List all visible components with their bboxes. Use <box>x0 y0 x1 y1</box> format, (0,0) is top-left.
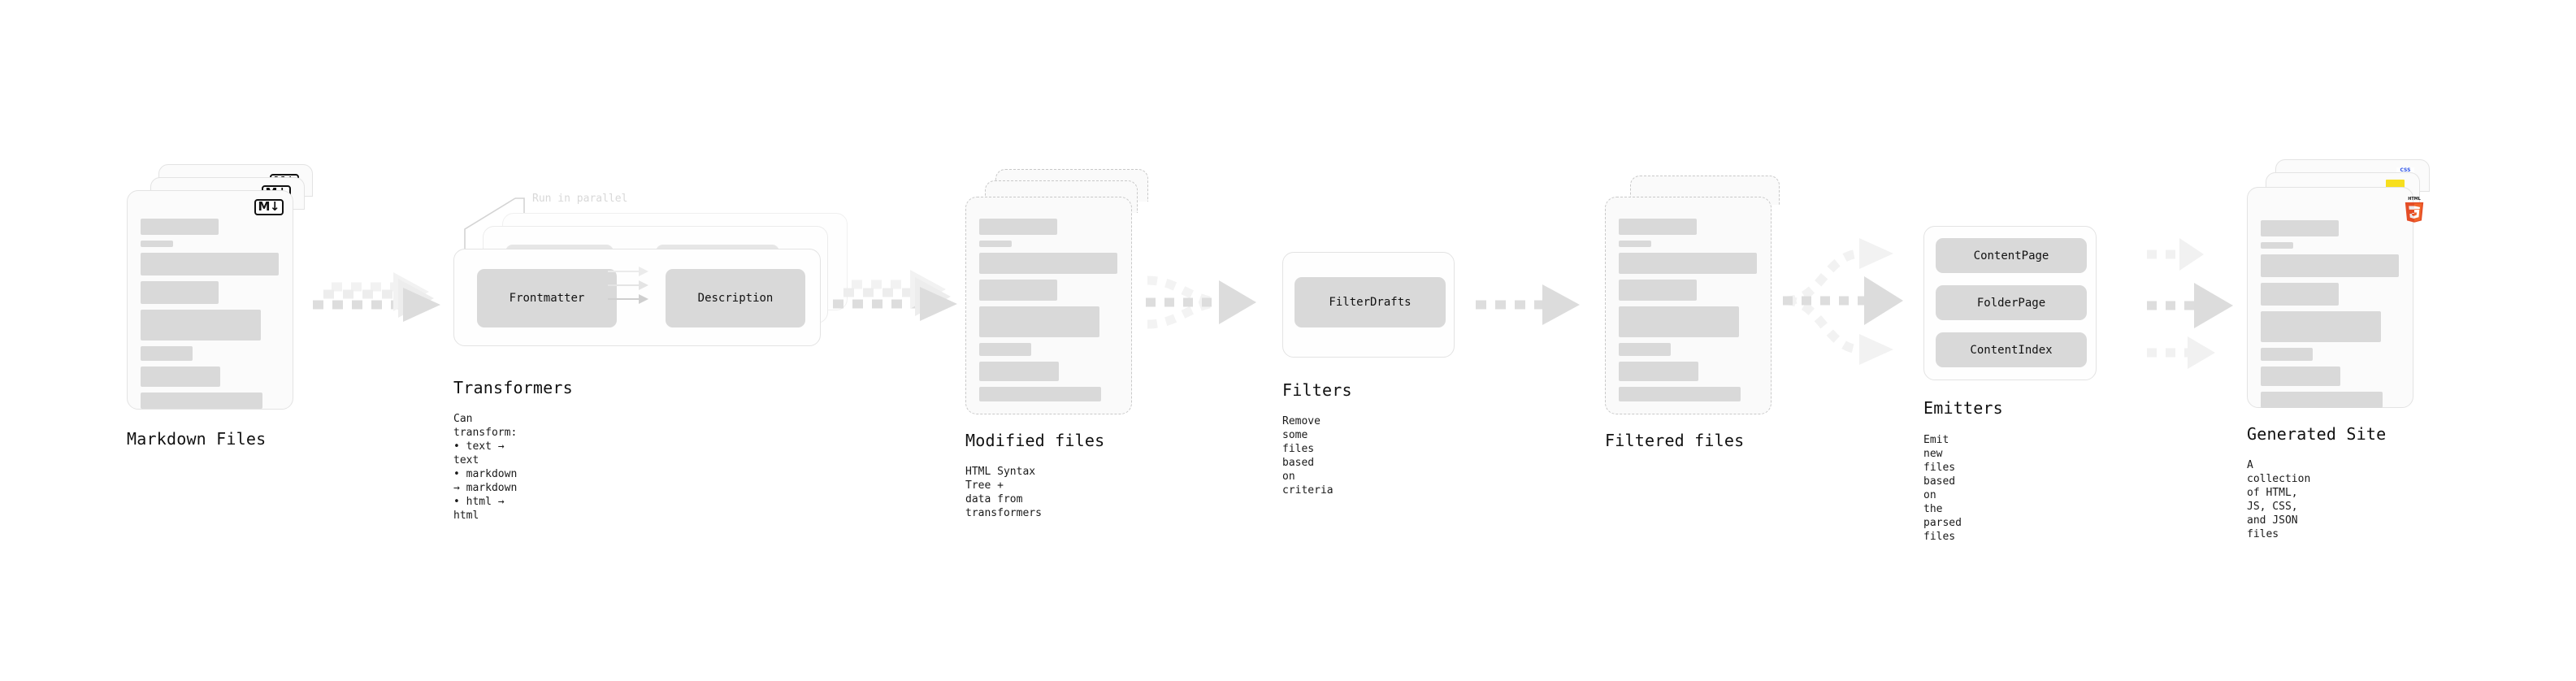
stage-subtitle-transformers: Can transform: • text → text • markdown … <box>453 413 518 522</box>
stage-title-modified-files: Modified files <box>965 431 1105 450</box>
connector-filtered-to-emitters <box>1783 238 1903 365</box>
connector-filters-to-filtered <box>1476 284 1580 325</box>
filtered-card-front <box>1605 197 1772 414</box>
doc-placeholder-bars <box>2261 220 2400 414</box>
connector-emitters-to-site <box>2147 238 2233 369</box>
run-in-parallel-label: Run in parallel <box>532 193 628 205</box>
stage-title-transformers: Transformers <box>453 378 573 397</box>
connector-markdown-to-transformers <box>313 272 440 322</box>
site-card-front-html: HTML <box>2247 187 2424 408</box>
transformer-card-front: Frontmatter Description <box>453 249 821 346</box>
stage-subtitle-emitters: Emit new files based on the parsed files <box>1923 434 1962 543</box>
stage-subtitle-filters: Remove some files based on criteria <box>1282 415 1334 497</box>
html5-wordmark: HTML <box>2408 197 2420 202</box>
doc-placeholder-bars <box>979 219 1118 407</box>
stage-title-emitters: Emitters <box>1923 398 2003 418</box>
filters-panel: FilterDrafts <box>1282 252 1455 358</box>
markdown-card-front: M↓ <box>127 190 293 410</box>
stage-subtitle-generated-site: A collection of HTML, JS, CSS, and JSON … <box>2247 459 2311 540</box>
stage-subtitle-modified-files: HTML Syntax Tree + data from transformer… <box>965 466 1042 519</box>
stage-title-filtered-files: Filtered files <box>1605 431 1745 450</box>
stage-title-generated-site: Generated Site <box>2247 424 2387 444</box>
transformer-internal-arrows <box>608 267 648 304</box>
connector-modified-to-filters <box>1146 275 1256 329</box>
emitters-panel: ContentPage FolderPage ContentIndex <box>1923 226 2097 380</box>
connector-transformers-to-modified <box>833 270 957 321</box>
emitter-pill-folderpage[interactable]: FolderPage <box>1936 285 2087 320</box>
markdown-badge-icon-front: M↓ <box>254 198 284 215</box>
transformer-pill-description[interactable]: Description <box>666 269 805 327</box>
doc-placeholder-bars <box>141 219 280 414</box>
emitter-pill-contentindex[interactable]: ContentIndex <box>1936 332 2087 367</box>
emitter-pill-contentpage[interactable]: ContentPage <box>1936 238 2087 273</box>
stage-title-filters: Filters <box>1282 380 1352 400</box>
doc-placeholder-bars <box>1619 219 1758 407</box>
transformer-pill-frontmatter[interactable]: Frontmatter <box>477 269 617 327</box>
modified-card-front <box>965 197 1132 414</box>
stage-title-markdown-files: Markdown Files <box>127 429 267 449</box>
filter-pill-filterdrafts[interactable]: FilterDrafts <box>1295 277 1446 327</box>
